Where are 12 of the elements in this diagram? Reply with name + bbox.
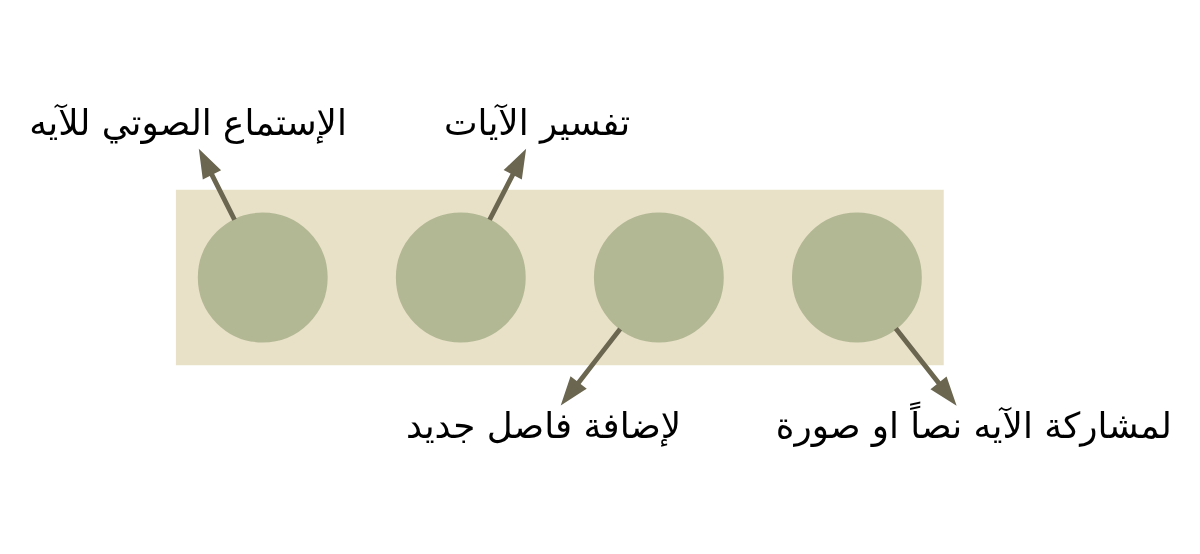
- node-circle: [395, 212, 526, 342]
- node-circle: [791, 212, 922, 342]
- arrow: [487, 148, 527, 221]
- arrow: [893, 326, 957, 406]
- node-circle: [593, 212, 724, 342]
- arrow: [560, 327, 623, 406]
- node-text: لإضافة فاصل جديد: [405, 404, 682, 446]
- arrow: [198, 148, 237, 221]
- cluster: [175, 189, 944, 365]
- node-circle: [197, 212, 328, 342]
- node-text: تفسير الآيات: [443, 101, 631, 143]
- node-text: الإستماع الصوتي للآيه: [29, 101, 347, 143]
